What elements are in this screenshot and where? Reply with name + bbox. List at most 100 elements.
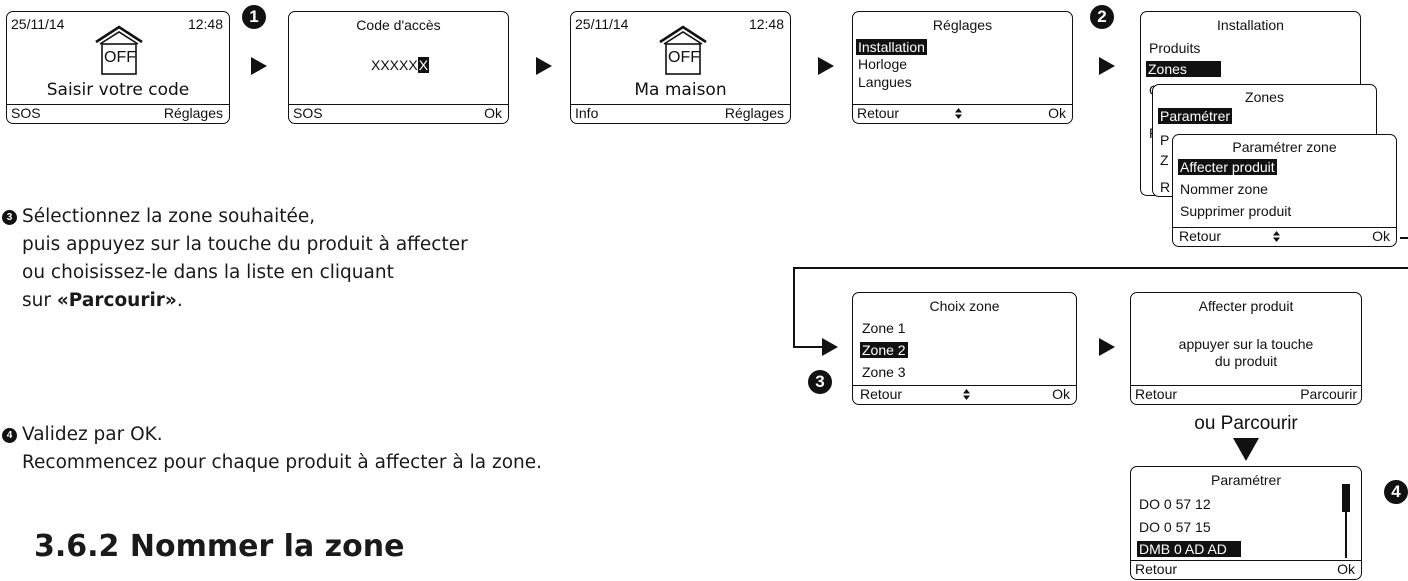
off-status: OFF	[668, 49, 700, 66]
up-down-arrows-icon	[1273, 231, 1280, 242]
reglages-softkey[interactable]: Réglages	[724, 105, 784, 121]
date-label: 25/11/14	[11, 16, 65, 32]
connector-line	[793, 267, 795, 347]
screen-parametrer: Paramétrer DO 0 57 12 DO 0 57 15 DMB 0 A…	[1130, 466, 1362, 580]
scrollbar-track	[1345, 512, 1347, 558]
retour-softkey[interactable]: Retour	[860, 386, 903, 402]
connector-line	[1400, 237, 1408, 239]
screen-reglages: Réglages Installation Horloge Langues Re…	[852, 11, 1073, 124]
ok-softkey[interactable]: Ok	[1372, 228, 1390, 244]
parcourir-emphasis: «Parcourir»	[56, 290, 177, 311]
softkey-bar: SOS Ok	[289, 104, 508, 123]
retour-softkey[interactable]: Retour	[1135, 386, 1178, 402]
retour-softkey[interactable]: Retour	[1179, 228, 1222, 244]
screen-home: 25/11/14 12:48 OFF Ma maison Info Réglag…	[570, 11, 791, 124]
retour-softkey[interactable]: Retour	[857, 105, 900, 121]
date-label: 25/11/14	[575, 16, 629, 32]
arrow-right-icon	[1099, 57, 1115, 75]
screen-title: Affecter produit	[1198, 298, 1294, 314]
up-down-arrows-icon	[955, 108, 962, 119]
sos-softkey[interactable]: SOS	[11, 105, 41, 121]
screen-title: Zones	[1245, 89, 1284, 105]
up-down-arrows-icon	[963, 389, 970, 400]
connector-line	[793, 267, 1408, 269]
menu-item-horloge[interactable]: Horloge	[858, 56, 908, 72]
menu-item-nommer-zone[interactable]: Nommer zone	[1180, 181, 1268, 197]
home-message: Ma maison	[634, 80, 727, 100]
zone-item-2[interactable]: Zone 2	[860, 342, 908, 358]
screen-title: Paramétrer zone	[1232, 139, 1337, 155]
menu-item-partial-p[interactable]: P	[1160, 132, 1170, 148]
step-4-bullet: 4	[2, 428, 17, 443]
parcourir-softkey[interactable]: Parcourir	[1300, 386, 1357, 402]
list-scrollbar[interactable]	[1342, 484, 1350, 558]
step-3-line-4-suffix: .	[176, 290, 183, 311]
instruction-line-1: appuyer sur la touche	[1178, 336, 1314, 352]
step-2-badge: 2	[1090, 5, 1114, 29]
softkey-bar: Retour Ok	[853, 385, 1076, 404]
screen-title: Installation	[1217, 17, 1284, 33]
menu-item-zones[interactable]: Zones	[1146, 61, 1221, 77]
instruction-line-2: du produit	[1214, 353, 1278, 369]
screen-code: Code d'accès XXXXXX SOS Ok	[288, 11, 509, 124]
screen-home-code: 25/11/14 12:48 OFF Saisir votre code SOS…	[6, 11, 230, 124]
product-item-3[interactable]: DMB 0 AD AD	[1137, 541, 1241, 557]
step-3-line-2: puis appuyez sur la touche du produit à …	[22, 234, 468, 255]
softkey-bar: Retour Parcourir	[1131, 385, 1361, 404]
screen-title: Code d'accès	[356, 17, 441, 33]
step-3-line-1: Sélectionnez la zone souhaitée,	[22, 206, 316, 227]
step-3-line-4: sur «Parcourir».	[22, 288, 183, 314]
screen-title: Paramétrer	[1210, 472, 1282, 488]
arrow-right-icon	[251, 57, 267, 75]
ok-softkey[interactable]: Ok	[1048, 105, 1066, 121]
arrow-right-icon	[822, 338, 838, 356]
softkey-bar: Retour Ok	[853, 104, 1072, 123]
screen-choix-zone: Choix zone Zone 1 Zone 2 Zone 3 Retour O…	[852, 292, 1077, 405]
menu-item-langues[interactable]: Langues	[858, 74, 912, 90]
softkey-bar: Retour Ok	[1131, 560, 1361, 579]
retour-softkey-partial[interactable]: R	[1160, 179, 1171, 195]
info-softkey[interactable]: Info	[575, 105, 599, 121]
product-item-1[interactable]: DO 0 57 12	[1139, 496, 1211, 512]
ou-parcourir-label: ou Parcourir	[1194, 413, 1298, 434]
screen-parametrer-zone: Paramétrer zone Affecter produit Nommer …	[1172, 134, 1397, 247]
menu-item-produits[interactable]: Produits	[1149, 40, 1201, 56]
product-item-2[interactable]: DO 0 57 15	[1139, 519, 1211, 535]
menu-item-installation[interactable]: Installation	[856, 39, 927, 55]
arrow-right-icon	[1099, 338, 1115, 356]
softkey-bar: Info Réglages	[571, 104, 790, 123]
screen-affecter-produit: Affecter produit appuyer sur la touche d…	[1130, 292, 1362, 405]
step-4-badge: 4	[1384, 480, 1408, 504]
step-3-line-4-prefix: sur	[22, 290, 57, 311]
sos-softkey[interactable]: SOS	[293, 105, 323, 121]
ok-softkey[interactable]: Ok	[1337, 561, 1355, 577]
menu-item-parametrer[interactable]: Paramétrer	[1158, 108, 1233, 124]
ok-softkey[interactable]: Ok	[1052, 386, 1070, 402]
screen-title: Réglages	[932, 17, 993, 33]
step-3-line-3: ou choisissez-le dans la liste en cliqua…	[22, 262, 394, 283]
arrow-right-icon	[536, 57, 552, 75]
off-status: OFF	[104, 49, 136, 66]
arrow-down-icon	[1233, 438, 1259, 461]
menu-item-partial-z[interactable]: Z	[1160, 152, 1169, 168]
ok-softkey[interactable]: Ok	[484, 105, 502, 121]
screen-title: Choix zone	[929, 298, 1000, 314]
reglages-softkey[interactable]: Réglages	[163, 105, 223, 121]
step-4-line-1: Validez par OK.	[22, 424, 163, 445]
step-4-line-2: Recommencez pour chaque produit à affect…	[22, 452, 542, 473]
code-field[interactable]: XXXXXX	[371, 57, 430, 73]
menu-item-affecter-produit[interactable]: Affecter produit	[1178, 159, 1277, 175]
scrollbar-thumb[interactable]	[1342, 484, 1350, 512]
time-label: 12:48	[187, 16, 223, 32]
zone-item-3[interactable]: Zone 3	[862, 364, 906, 380]
retour-softkey[interactable]: Retour	[1135, 561, 1178, 577]
menu-item-supprimer-produit[interactable]: Supprimer produit	[1180, 203, 1292, 219]
zone-item-1[interactable]: Zone 1	[862, 320, 906, 336]
step-3-badge: 3	[808, 370, 832, 394]
softkey-bar: Retour Ok	[1173, 227, 1396, 246]
code-value: XXXXX	[371, 57, 418, 73]
time-label: 12:48	[748, 16, 784, 32]
softkey-bar: SOS Réglages	[7, 104, 229, 123]
code-cursor: X	[417, 57, 430, 73]
step-1-badge: 1	[242, 5, 266, 29]
